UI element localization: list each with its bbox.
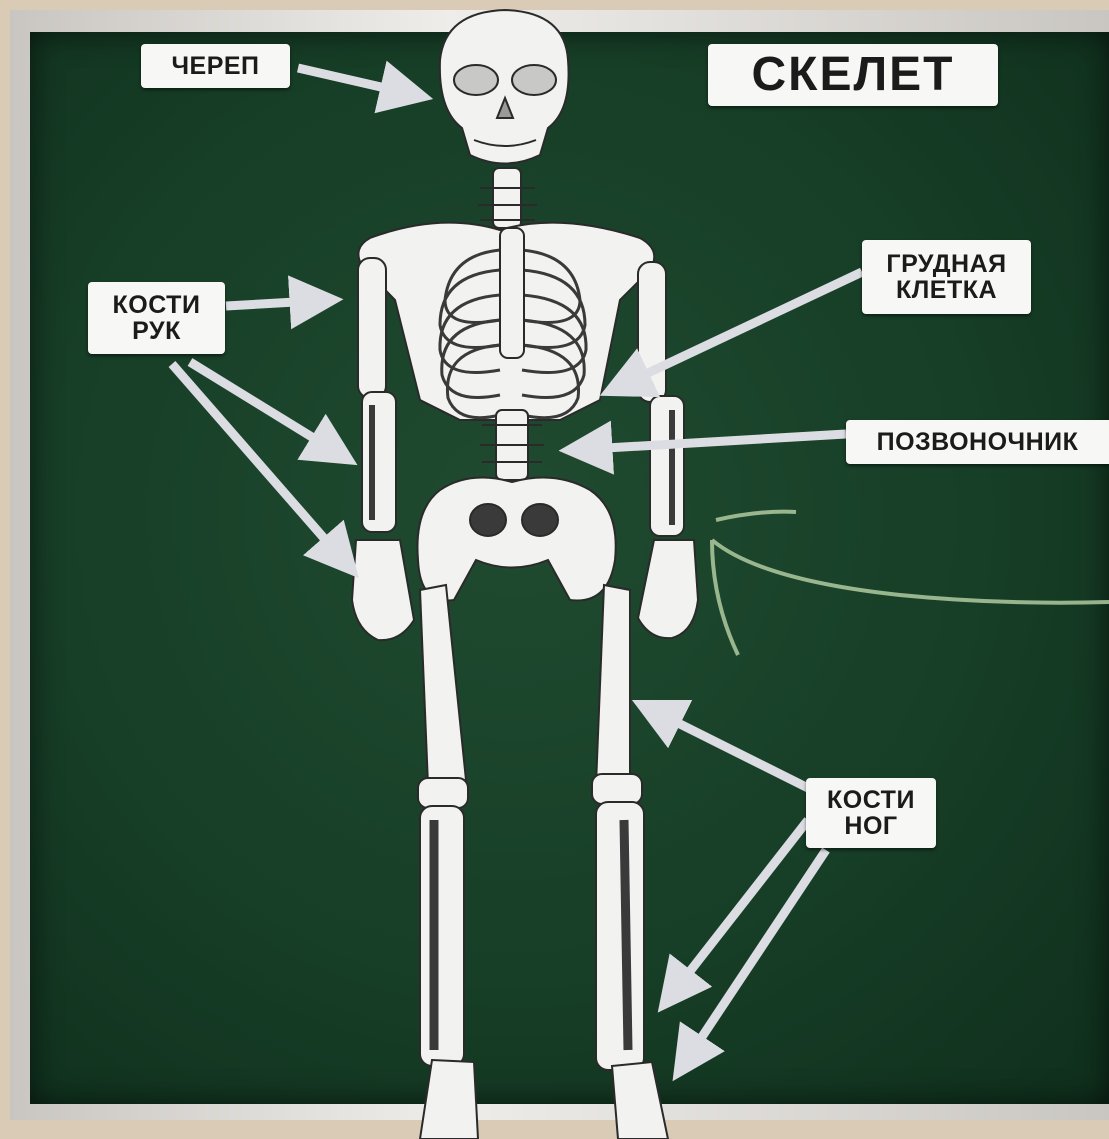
arrow-arm-hand: [172, 364, 350, 568]
arm-bones-label-line1: КОСТИ: [113, 292, 201, 318]
pelvis: [417, 478, 615, 601]
arrow-skull: [298, 68, 420, 96]
leg-bones-label: КОСТИ НОГ: [806, 778, 936, 848]
skull: [440, 10, 569, 164]
rib-cage-label: ГРУДНАЯ КЛЕТКА: [862, 240, 1031, 314]
arm-bones-label-line2: РУК: [132, 318, 181, 344]
spine-label-text: ПОЗВОНОЧНИК: [877, 429, 1079, 455]
title-text: СКЕЛЕТ: [752, 50, 955, 100]
leg-bones-label-line2: НОГ: [844, 813, 897, 839]
arrow-leg-thigh: [644, 706, 808, 788]
rib-cage-label-line2: КЛЕТКА: [896, 277, 997, 303]
skull-label-text: ЧЕРЕП: [171, 53, 259, 79]
right-leg: [592, 585, 668, 1139]
rib-cage-label-line1: ГРУДНАЯ: [886, 251, 1006, 277]
chalk-scribble: [712, 512, 1109, 655]
arm-bones-label: КОСТИ РУК: [88, 282, 225, 354]
sternum: [500, 228, 524, 358]
arrow-arm-upper: [226, 300, 330, 306]
arrow-spine: [572, 434, 846, 450]
skeleton: [352, 10, 698, 1139]
left-leg: [418, 585, 478, 1139]
spine-label: ПОЗВОНОЧНИК: [846, 420, 1109, 464]
leg-bones-label-line1: КОСТИ: [827, 787, 915, 813]
poster-title: СКЕЛЕТ: [708, 44, 998, 106]
skull-label: ЧЕРЕП: [141, 44, 290, 88]
